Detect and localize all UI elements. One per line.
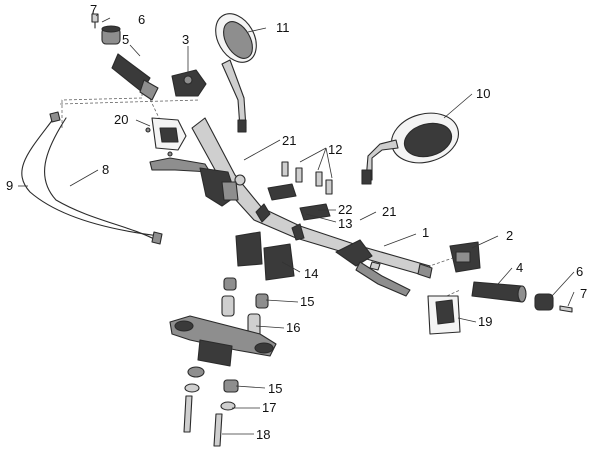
callout-9: 9 [6, 178, 13, 193]
callout-17: 17 [262, 400, 276, 415]
callout-21-lower: 21 [382, 204, 396, 219]
callout-16: 16 [286, 320, 300, 335]
callout-5: 5 [122, 32, 129, 47]
left-lever-assembly [149, 157, 246, 207]
callout-19: 20 [114, 112, 128, 127]
upper-clamps [267, 161, 333, 221]
callout-10: 10 [476, 86, 490, 101]
callout-22: 22 [338, 202, 352, 217]
left-grip [111, 53, 159, 101]
callout-7-right: 7 [580, 286, 587, 301]
callout-1: 1 [422, 225, 429, 240]
callout-7-left: 7 [90, 2, 97, 17]
left-mirror [215, 13, 257, 133]
callout-15-lower: 15 [268, 381, 282, 396]
handlebar [191, 117, 433, 279]
callout-3: 3 [182, 32, 189, 47]
callout-20: 19 [478, 314, 492, 329]
cables [21, 111, 163, 245]
right-mirror [361, 112, 459, 185]
callout-labels: 7 6 5 3 11 10 20 21 12 8 9 22 21 13 1 2 … [6, 2, 587, 442]
callout-2: 2 [506, 228, 513, 243]
callout-8: 8 [102, 162, 109, 177]
callout-15-upper: 15 [300, 294, 314, 309]
lower-risers [235, 231, 295, 281]
lower-bushes [184, 366, 239, 411]
leader-lines [18, 13, 575, 435]
callout-18: 18 [256, 427, 270, 442]
lower-bolts [183, 395, 223, 447]
callout-11: 11 [276, 20, 290, 35]
callout-4: 4 [516, 260, 523, 275]
callout-6-right: 6 [576, 264, 583, 279]
triple-clamp [169, 315, 277, 367]
right-switch-housing [449, 241, 481, 273]
left-switch-housing [171, 69, 207, 97]
callout-13: 13 [338, 216, 352, 231]
right-bar-end [534, 293, 573, 313]
callout-12: 12 [328, 142, 342, 157]
callout-6-left: 6 [138, 12, 145, 27]
callout-14: 14 [304, 266, 318, 281]
right-lever-assembly [335, 239, 411, 297]
callout-21-upper: 21 [282, 133, 296, 148]
right-grip [471, 281, 527, 303]
left-switch-bracket [145, 117, 187, 157]
right-switch-bracket [427, 295, 461, 335]
left-bar-end [91, 13, 121, 45]
spacers [221, 277, 269, 337]
